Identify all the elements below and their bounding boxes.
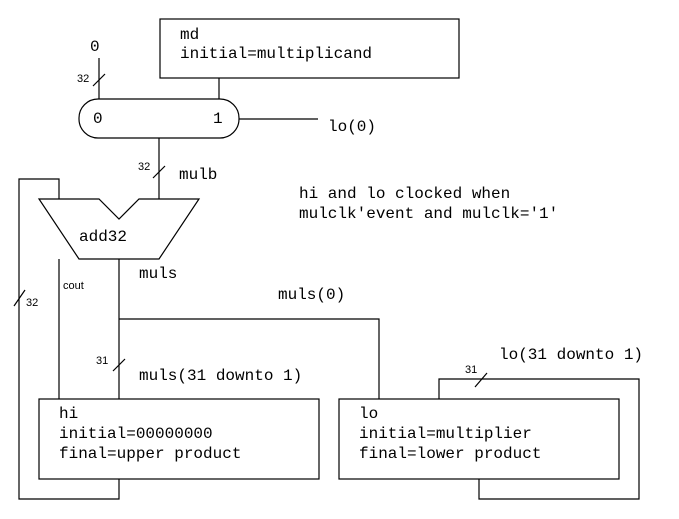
add32-adder — [37, 198, 201, 260]
hi-initial: initial=00000000 — [59, 425, 213, 443]
md-label: md — [180, 26, 199, 44]
lo-31-1-label: lo(31 downto 1) — [499, 346, 643, 364]
lo-final: final=lower product — [359, 445, 541, 463]
mulb-bus-slash — [152, 165, 166, 179]
feedback-bus-width: 32 — [26, 297, 38, 309]
mux-input-0: 0 — [93, 110, 103, 128]
md-register — [159, 18, 460, 79]
hi-final: final=upper product — [59, 445, 241, 463]
lo-label: lo — [359, 405, 378, 423]
muls-bus-width: 31 — [96, 355, 108, 367]
feedback-bus-slash — [13, 289, 26, 307]
lo-register — [338, 398, 620, 480]
lo-feedback-wire — [438, 378, 640, 500]
hi-feedback-wire — [18, 178, 120, 500]
clock-note-line2: mulclk'event and mulclk='1' — [299, 205, 558, 223]
md-initial: initial=multiplicand — [180, 45, 372, 63]
muls-label: muls — [139, 265, 177, 283]
muls-31-1-label: muls(31 downto 1) — [139, 367, 302, 385]
mulb-label: mulb — [179, 166, 217, 184]
clock-note-line1: hi and lo clocked when — [299, 185, 510, 203]
hi-register — [38, 398, 320, 480]
muls-bus-slash — [112, 358, 126, 372]
const-bus-slash — [92, 73, 106, 87]
muls0-wire — [119, 318, 380, 399]
hi-label: hi — [59, 405, 78, 423]
const-bus-width: 32 — [77, 73, 89, 85]
mulb-bus-width: 32 — [138, 161, 150, 173]
muls0-label: muls(0) — [278, 286, 345, 304]
lo-bus-width: 31 — [465, 364, 477, 376]
lo-initial: initial=multiplier — [359, 425, 532, 443]
cout-label: cout — [63, 280, 84, 292]
adder-label: add32 — [79, 228, 127, 246]
mux-input-1: 1 — [213, 110, 223, 128]
const-zero-label: 0 — [90, 38, 100, 56]
lo-bus-slash — [474, 372, 488, 388]
mux-select-label: lo(0) — [328, 118, 376, 136]
